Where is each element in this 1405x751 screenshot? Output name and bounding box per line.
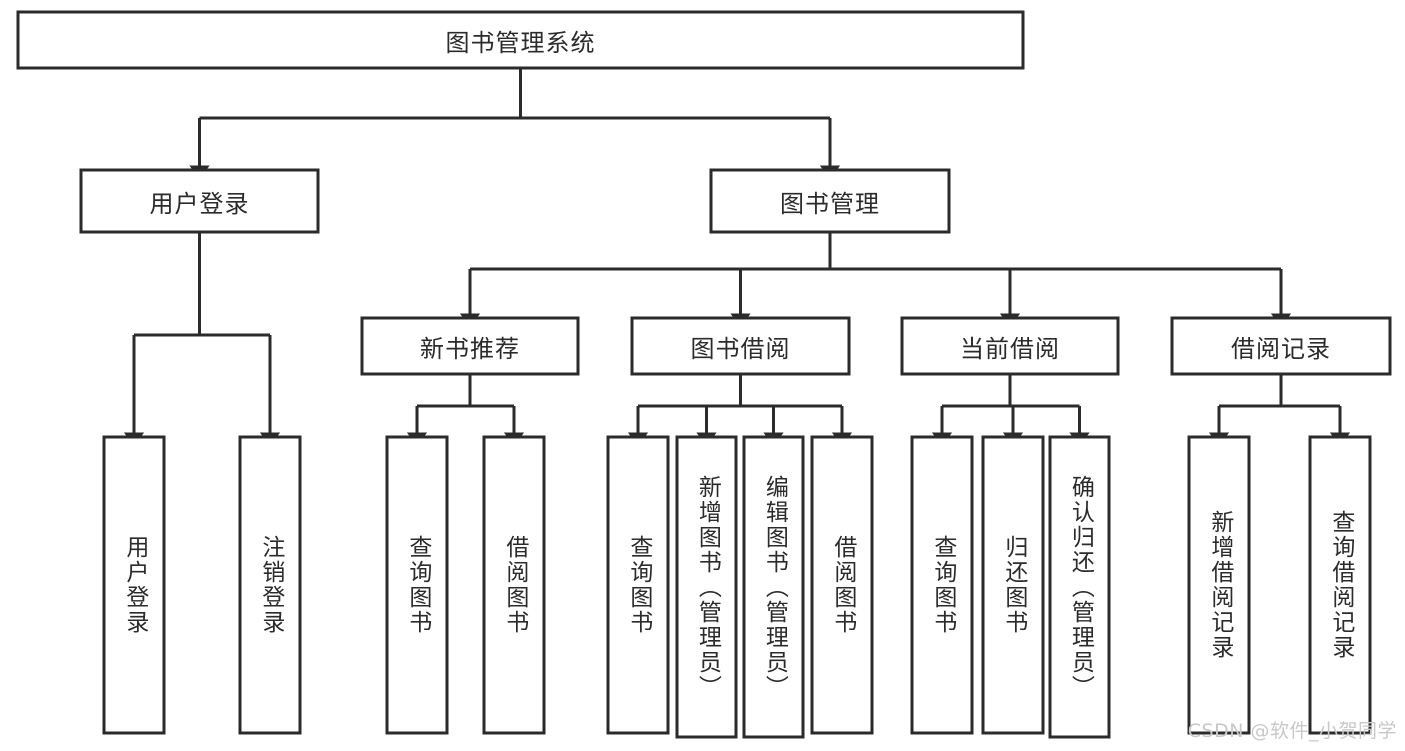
node-box-leaf_11[interactable] [1187, 435, 1251, 735]
connector-group [627, 374, 853, 447]
watermark-text: CSDN @软件_小贺同学 [1187, 720, 1397, 742]
node-box-leaf_6[interactable] [742, 435, 805, 739]
connector-group [1208, 374, 1351, 447]
node-box-leaf_4[interactable] [606, 435, 670, 735]
node-box-l3_2[interactable] [900, 316, 1120, 376]
box-layer [16, 10, 1392, 739]
node-box-leaf_10[interactable] [1048, 435, 1111, 739]
connector-group [931, 374, 1090, 447]
node-box-leaf_0[interactable] [102, 435, 166, 735]
node-box-leaf_5[interactable] [675, 435, 738, 739]
node-box-leaf_9[interactable] [981, 435, 1045, 735]
node-box-l3_0[interactable] [360, 316, 580, 376]
node-box-leaf_12[interactable] [1308, 435, 1372, 735]
edge-layer [123, 68, 1351, 447]
node-box-l3_1[interactable] [630, 316, 851, 376]
node-box-l3_3[interactable] [1170, 316, 1392, 376]
node-box-leaf_1[interactable] [238, 435, 302, 735]
connector-group [406, 374, 525, 447]
node-box-leaf_2[interactable] [385, 435, 449, 735]
connector-group [189, 68, 841, 180]
connector-group [459, 232, 1292, 328]
node-box-leaf_3[interactable] [482, 435, 546, 735]
node-box-leaf_8[interactable] [910, 435, 974, 735]
node-box-l2_0[interactable] [79, 168, 320, 234]
node-box-root[interactable] [16, 10, 1025, 70]
node-box-leaf_7[interactable] [810, 435, 874, 735]
connector-group [123, 232, 281, 447]
node-box-l2_1[interactable] [709, 168, 951, 234]
